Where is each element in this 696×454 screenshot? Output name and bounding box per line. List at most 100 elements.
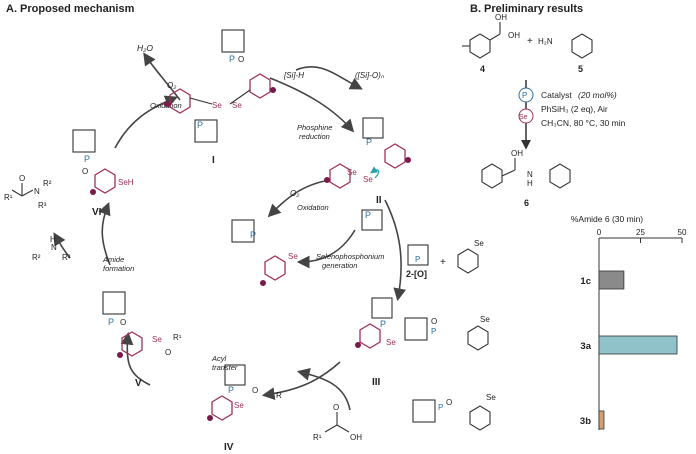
center-selenide-phosphine: P Se: [231, 219, 298, 286]
acyl-transfer-label-1: Acyl: [211, 354, 227, 363]
se-badge: Se: [519, 114, 528, 121]
plus-sign: +: [527, 36, 533, 47]
h2o-label: H₂O: [137, 43, 153, 53]
p-atom: P: [229, 54, 235, 64]
se-atom: Se: [347, 168, 357, 177]
se-atom: Se: [363, 175, 373, 184]
p-atom: P: [380, 319, 386, 329]
o-atom: O: [333, 403, 339, 412]
category-label-3b: 3b: [580, 416, 591, 427]
category-label-1c: 1c: [580, 276, 591, 287]
plus-sign-chart: +: [440, 257, 446, 268]
silane-conditions: PhSiH₃ (2 eq), Air: [541, 104, 608, 114]
r3-group: R³: [38, 201, 47, 210]
r2-group: R²: [32, 253, 41, 262]
label-V: V: [135, 378, 142, 389]
selenophosphonium-label-1: Selenophosphonium: [316, 252, 384, 261]
r1-group: R¹: [4, 193, 13, 202]
catalyst-loading: (20 mol%): [578, 90, 617, 100]
p-atom: P: [228, 385, 234, 395]
chart-title: %Amide 6 (30 min): [571, 214, 643, 224]
o-atom: O: [238, 55, 244, 64]
se-atom: Se: [486, 393, 496, 402]
compound-4-label: 4: [480, 64, 485, 74]
intermediate-I: Se Se P O P I: [164, 29, 276, 166]
o2-center-label: O₂: [290, 189, 299, 198]
p-atom: P: [415, 255, 420, 264]
r1-group: R¹: [173, 333, 182, 342]
h2n-group: H₂N: [538, 37, 553, 46]
label-VI: VI: [92, 207, 102, 218]
label-II: II: [376, 195, 382, 206]
panel-a-title: A. Proposed mechanism: [6, 3, 135, 15]
o-atom: O: [82, 167, 88, 176]
carboxylic-acid: O R¹ OH: [313, 403, 362, 442]
x-tick-label: 50: [678, 228, 687, 237]
r2-group: R²: [43, 179, 52, 188]
o-atom: O: [446, 398, 452, 407]
label-IV: IV: [224, 442, 234, 453]
h-atom: H: [50, 235, 56, 244]
oxidation-center-label: Oxidation: [297, 203, 329, 212]
n-atom: N: [527, 170, 533, 179]
bar-3a: [598, 335, 678, 355]
p-atom: P: [366, 137, 372, 147]
seh-group: SeH: [118, 178, 134, 187]
p-atom: P: [250, 230, 256, 240]
n-atom: N: [51, 243, 57, 252]
p-atom: P: [84, 154, 90, 164]
bar-3b: [598, 410, 605, 430]
se-atom: Se: [232, 101, 242, 110]
oh-group: OH: [508, 31, 520, 40]
o-atom: OH: [511, 149, 523, 158]
reaction-scheme: OH OH 4 + H₂N 5 P Se Catalyst (20 mol%) …: [462, 13, 626, 208]
chart-ticks: 0 25 50: [597, 228, 687, 243]
o-atom: OH: [495, 13, 507, 22]
intermediate-IV: P O R Se IV: [207, 364, 282, 453]
catalyst-structures: P Se P O Se P O Se: [404, 239, 496, 431]
bar-1c: [598, 270, 625, 290]
o-atom: O: [165, 348, 171, 357]
p-badge: P: [522, 91, 527, 100]
intermediate-III: P Se III: [355, 297, 396, 388]
se-atom: Se: [152, 335, 162, 344]
intermediate-II: Se Se P P II: [324, 117, 411, 231]
r3-group: R³: [62, 253, 71, 262]
phosphine-label-1: Phosphine: [297, 123, 332, 132]
se-atom: Se: [234, 401, 244, 410]
o-atom: O: [120, 318, 126, 327]
solvent-conditions: CH₃CN, 80 °C, 30 min: [541, 118, 626, 128]
se-atom: Se: [480, 315, 490, 324]
o-atom: O: [431, 317, 437, 326]
amine-reactant: H N R² R³: [32, 235, 71, 262]
selenophosphonium-label-2: generation: [322, 261, 357, 270]
o-atom: O: [252, 386, 258, 395]
compound-5-label: 5: [578, 64, 583, 74]
intermediate-V: P O Se R¹ O V: [102, 291, 182, 389]
amide-product: O R¹ N R² R³: [4, 174, 52, 210]
category-label-3a: 3a: [580, 341, 591, 352]
catalyst-label: Catalyst: [541, 90, 572, 100]
p-atom: P: [431, 327, 436, 336]
o2-left-label: O₂: [167, 81, 176, 90]
o-atom: O: [19, 174, 25, 183]
oxide-label: 2-[O]: [406, 269, 427, 279]
x-tick-label: 0: [597, 228, 602, 237]
amide-formation-label-2: formation: [103, 264, 134, 273]
si-o-label: ([Si]-O)ₙ: [355, 71, 385, 80]
label-III: III: [372, 377, 381, 388]
se-atom: Se: [288, 252, 298, 261]
x-tick-label: 25: [636, 228, 645, 237]
amide-formation-label-1: Amide: [102, 255, 124, 264]
se-atom: Se: [474, 239, 484, 248]
amide-yield-chart: %Amide 6 (30 min) 0 25 50 1c 3a 3b 2-[O] +: [406, 214, 687, 430]
catalytic-cycle-arrows: [53, 52, 407, 411]
p-atom: P: [365, 210, 371, 220]
compound-6-label: 6: [524, 198, 529, 208]
h-atom: H: [527, 179, 533, 188]
si-h-label: [Si]-H: [283, 71, 304, 80]
phosphine-label-2: reduction: [299, 132, 330, 141]
p-atom: P: [438, 403, 443, 412]
